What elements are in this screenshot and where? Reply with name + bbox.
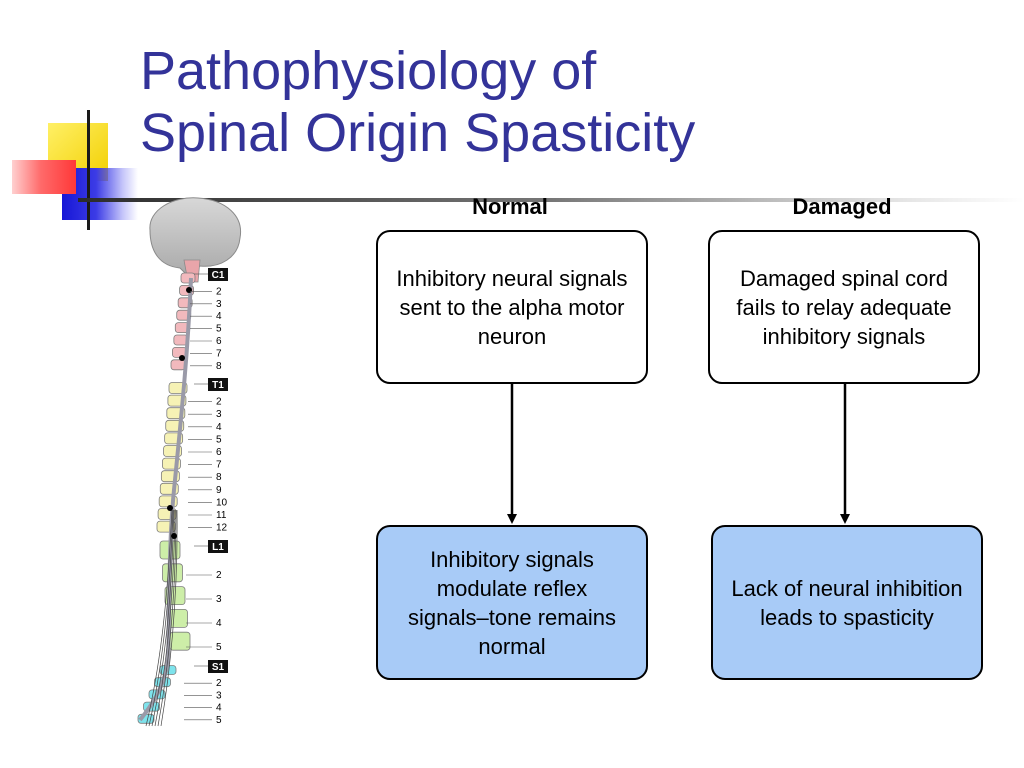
- segment-number-label: 3: [216, 409, 222, 420]
- segment-number-label: 5: [216, 715, 222, 726]
- segment-number-label: 4: [216, 703, 222, 714]
- segment-number-label: 3: [216, 299, 222, 310]
- segment-badge-label: C1: [212, 270, 225, 281]
- segment-number-label: 7: [216, 460, 222, 471]
- segment-number-label: 3: [216, 594, 222, 605]
- nerve-root-path: [145, 509, 173, 727]
- nerve-root-path: [151, 509, 175, 727]
- damaged-column-label: Damaged: [792, 194, 892, 219]
- segment-number-label: 2: [216, 678, 222, 689]
- damaged-cause-text: Damaged spinal cord fails to relay adequ…: [736, 265, 952, 349]
- damaged-cause-box: Damaged spinal cord fails to relay adequ…: [708, 230, 980, 384]
- decor-red-bar: [12, 160, 76, 194]
- segment-number-label: 8: [216, 472, 222, 483]
- segment-badge-label: T1: [212, 380, 224, 391]
- segment-badge: [208, 268, 228, 281]
- segment-number-label: 11: [216, 510, 227, 521]
- title-line-2: Spinal Origin Spasticity: [140, 103, 696, 163]
- segment-number-label: 4: [216, 311, 222, 322]
- segment-badge: [208, 540, 228, 553]
- normal-column-label: Normal: [472, 194, 548, 219]
- damaged-effect-text: Lack of neural inhibition leads to spast…: [731, 575, 963, 630]
- slide-title: Pathophysiology of Spinal Origin Spastic…: [140, 40, 695, 164]
- nerve-root-path: [157, 509, 177, 727]
- segment-number-label: 6: [216, 336, 222, 347]
- segment-number-label: 10: [216, 497, 228, 508]
- cord-marker-dot: [179, 355, 185, 361]
- segment-number-label: 5: [216, 642, 222, 653]
- decor-vertical-line: [87, 110, 90, 230]
- segment-number-label: 5: [216, 324, 222, 335]
- segment-number-label: 6: [216, 447, 222, 458]
- cord-marker-dot: [167, 505, 173, 511]
- normal-cause-box: Inhibitory neural signals sent to the al…: [376, 230, 648, 384]
- segment-badge-label: L1: [212, 542, 224, 553]
- nerve-root-path: [148, 509, 174, 727]
- damaged-effect-box: Lack of neural inhibition leads to spast…: [711, 525, 983, 680]
- segment-badge: [208, 378, 228, 391]
- segment-badge: [208, 660, 228, 673]
- segment-number-label: 2: [216, 570, 222, 581]
- title-line-1: Pathophysiology of: [140, 41, 597, 101]
- segment-number-label: 4: [216, 618, 222, 629]
- segment-number-label: 5: [216, 434, 222, 445]
- segment-badge-label: S1: [212, 662, 225, 673]
- normal-cause-text: Inhibitory neural signals sent to the al…: [396, 265, 628, 349]
- normal-effect-text: Inhibitory signals modulate reflex signa…: [408, 546, 616, 659]
- nerve-root-path: [160, 509, 178, 727]
- segment-number-label: 4: [216, 422, 222, 433]
- brain-shape: [149, 197, 242, 277]
- segment-number-label: 2: [216, 397, 222, 408]
- segment-number-label: 2: [216, 286, 222, 297]
- normal-effect-box: Inhibitory signals modulate reflex signa…: [376, 525, 648, 680]
- title-underline: [78, 198, 1024, 202]
- segment-number-label: 8: [216, 361, 222, 372]
- segment-number-label: 9: [216, 485, 222, 496]
- segment-number-label: 12: [216, 523, 228, 534]
- segment-number-label: 3: [216, 690, 222, 701]
- cord-marker-dot: [171, 533, 177, 539]
- segment-number-label: 7: [216, 348, 222, 359]
